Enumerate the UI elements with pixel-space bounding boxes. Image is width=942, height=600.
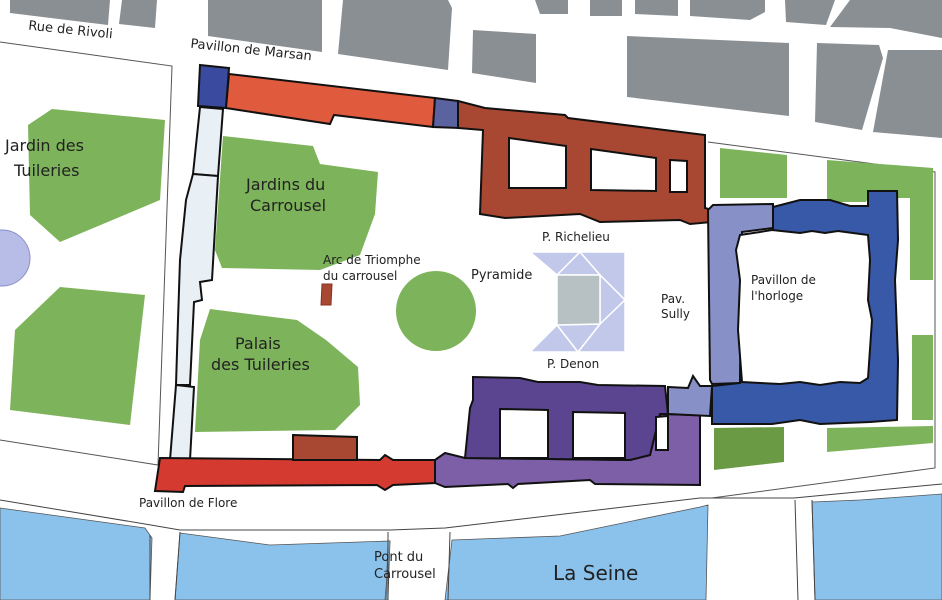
label-pav-sully-1: Pav. bbox=[661, 292, 686, 306]
label-pont-du-carrousel-1: Pont du bbox=[374, 550, 424, 565]
aile-denon bbox=[463, 375, 670, 462]
label-pavillon-horloge-2: l'horloge bbox=[751, 289, 804, 303]
pavillon-de-marsan bbox=[196, 63, 231, 110]
label-la-seine: La Seine bbox=[553, 561, 639, 585]
tuileries-ruins bbox=[168, 105, 225, 461]
label-pavillon-horloge-1: Pavillon de bbox=[751, 273, 816, 287]
label-pont-du-carrousel-2: Carrousel bbox=[374, 567, 436, 582]
label-pyramide: Pyramide bbox=[471, 268, 533, 283]
label-p-denon: P. Denon bbox=[547, 357, 600, 371]
pavillon-de-rohan bbox=[431, 96, 461, 130]
label-p-richelieu: P. Richelieu bbox=[542, 230, 610, 244]
river-seine bbox=[0, 493, 942, 600]
garden-dark-plot bbox=[714, 427, 784, 470]
flore-annex bbox=[292, 433, 358, 461]
pav-sully-south bbox=[667, 373, 714, 418]
street-lines bbox=[0, 41, 936, 499]
label-jardins-du-carrousel-2: Carrousel bbox=[250, 196, 327, 215]
aile-de-flore bbox=[153, 453, 436, 494]
label-arc-de-triomphe-1: Arc de Triomphe bbox=[323, 253, 421, 267]
river-bank-lines bbox=[0, 483, 942, 600]
pyramid-complex bbox=[527, 250, 627, 354]
fountain bbox=[0, 229, 31, 287]
label-palais-des-tuileries-2: des Tuileries bbox=[211, 355, 310, 374]
cour-carree-courtyard bbox=[734, 228, 874, 387]
label-jardins-du-carrousel-1: Jardins du bbox=[246, 175, 326, 194]
aile-richelieu bbox=[457, 99, 713, 226]
richelieu-courtyards bbox=[508, 136, 688, 193]
label-arc-de-triomphe-2: du carrousel bbox=[323, 269, 398, 283]
label-jardin-des-tuileries-2: Tuileries bbox=[14, 161, 80, 180]
aile-de-rohan bbox=[224, 72, 437, 129]
label-palais-des-tuileries-1: Palais bbox=[235, 334, 281, 353]
city-blocks bbox=[10, 0, 942, 138]
label-pavillon-de-flore: Pavillon de Flore bbox=[139, 496, 238, 510]
arc-de-triomphe-du-carrousel bbox=[320, 283, 333, 306]
label-pav-sully-2: Sully bbox=[661, 307, 690, 321]
gardens bbox=[10, 109, 933, 452]
label-jardin-des-tuileries-1: Jardin des bbox=[5, 136, 84, 155]
denon-courtyards bbox=[499, 407, 669, 459]
